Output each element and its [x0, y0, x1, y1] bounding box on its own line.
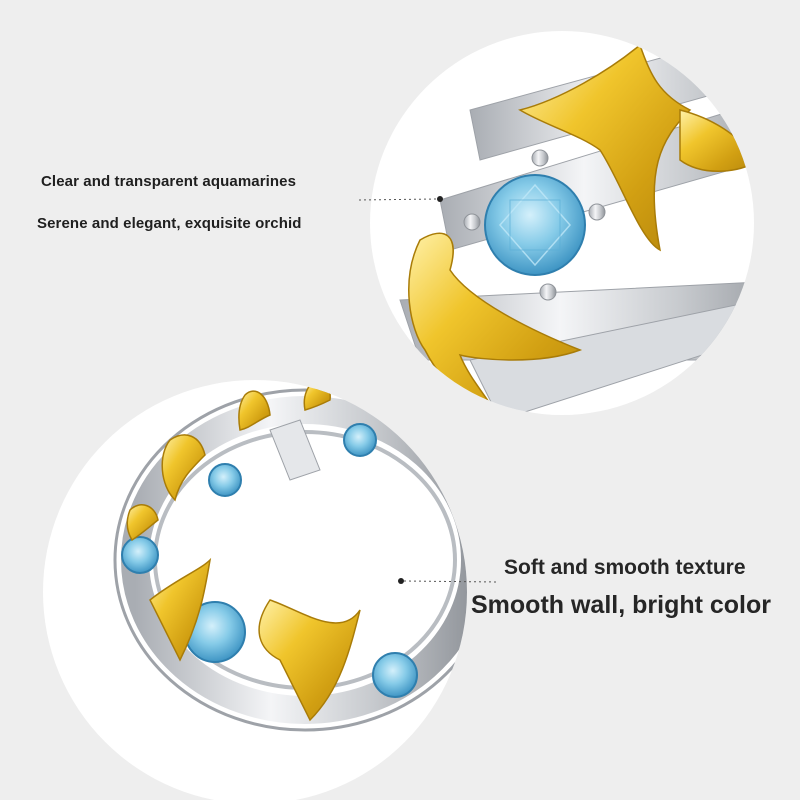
- ring-gem: [372, 652, 418, 698]
- callout-bottom-line2: Smooth wall, bright color: [471, 591, 771, 619]
- ring-circle: [43, 380, 467, 800]
- callout-bottom-line1: Soft and smooth texture: [504, 556, 746, 579]
- ring-gem: [208, 463, 242, 497]
- closeup-circle: [370, 31, 754, 415]
- callout-leader-top: [358, 196, 443, 202]
- ring-gem: [343, 423, 377, 457]
- callout-top-line2: Serene and elegant, exquisite orchid: [37, 215, 302, 232]
- callout-leader-bottom: [398, 578, 499, 584]
- callout-top-line1: Clear and transparent aquamarines: [41, 173, 297, 190]
- ring-gem: [121, 536, 159, 574]
